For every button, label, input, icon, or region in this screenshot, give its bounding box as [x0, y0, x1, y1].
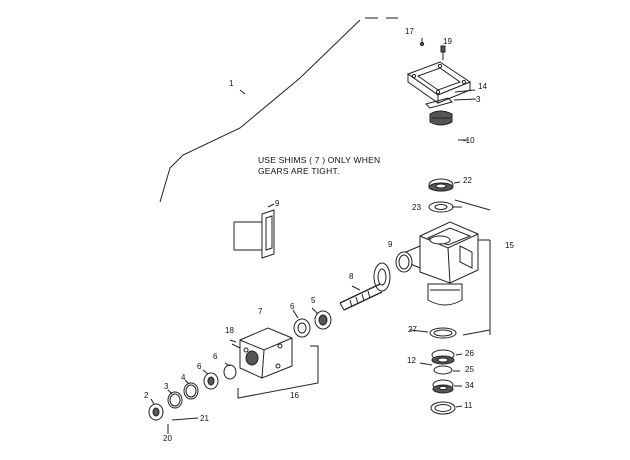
callout-12: 12 [407, 356, 416, 365]
callout-8: 8 [349, 272, 354, 281]
gearbox-housing [405, 221, 491, 336]
callout-19: 19 [443, 37, 452, 46]
lower-bearing-stack [409, 327, 463, 415]
callout-14: 14 [478, 82, 487, 91]
callout-17: 17 [405, 27, 414, 36]
callout-6-middle: 6 [197, 362, 202, 371]
callout-25: 25 [465, 365, 474, 374]
callout-9-left: 9 [275, 199, 280, 208]
callout-1: 1 [229, 79, 234, 88]
assembly-note-line-2: GEARS ARE TIGHT. [258, 166, 340, 176]
callout-5: 5 [311, 296, 316, 305]
callout-6-upper: 6 [290, 302, 295, 311]
input-shaft [339, 251, 413, 311]
callout-3-lower: 3 [164, 382, 169, 391]
callout-27: 27 [408, 325, 417, 334]
callout-4: 4 [181, 373, 186, 382]
callout-16: 16 [290, 391, 299, 400]
output-shaft-stack [148, 307, 332, 434]
assembly-note-line-1: USE SHIMS ( 7 ) ONLY WHEN [258, 155, 381, 165]
callout-34: 34 [465, 381, 474, 390]
callout-7: 7 [258, 307, 263, 316]
callout-11: 11 [464, 401, 473, 410]
callout-15: 15 [505, 241, 514, 250]
callout-20: 20 [163, 434, 172, 443]
callout-23: 23 [412, 203, 421, 212]
side-bracket [233, 203, 275, 259]
leader-item-1 [159, 17, 398, 203]
callout-26: 26 [465, 349, 474, 358]
callout-22: 22 [463, 176, 472, 185]
callout-9-right: 9 [388, 240, 393, 249]
top-cover-assembly [406, 38, 477, 141]
upper-bearing-stack [428, 178, 491, 213]
callout-10: -10 [463, 136, 475, 145]
callout-3: 3 [476, 95, 481, 104]
callout-6-lower: 6 [213, 352, 218, 361]
callout-18: 18 [225, 326, 234, 335]
callout-21: 21 [200, 414, 209, 423]
callout-2: 2 [144, 391, 149, 400]
